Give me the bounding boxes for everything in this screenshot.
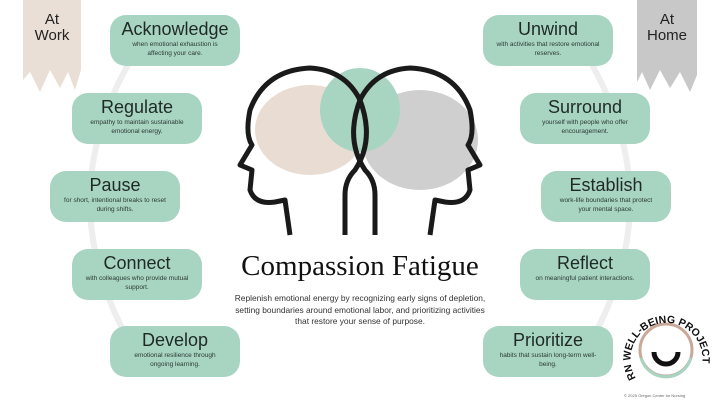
green-brush: [320, 68, 400, 152]
description: Replenish emotional energy by recognizin…: [234, 293, 486, 326]
item-text: with activities that restore emotional r…: [496, 41, 600, 57]
work-item-acknowledge: Acknowledge when emotional exhaustion is …: [110, 15, 240, 66]
item-title: Prioritize: [512, 330, 583, 350]
home-item-surround: Surround yourself with people who offer e…: [520, 93, 650, 144]
work-banner-brush: [23, 0, 81, 92]
home-item-reflect: Reflect on meaningful patient interaction…: [520, 249, 650, 300]
at-home-line1: At: [659, 11, 675, 28]
home-banner-brush: [637, 0, 697, 92]
item-text: empathy to maintain sustainable emotiona…: [90, 119, 184, 135]
item-title: Pause: [89, 175, 141, 195]
left-head-icon: [237, 65, 369, 236]
page-title: Compassion Fatigue: [241, 250, 479, 282]
home-item-unwind: Unwind with activities that restore emoti…: [483, 15, 613, 66]
item-title: Surround: [547, 97, 623, 117]
item-text: with colleagues who provide mutual suppo…: [85, 275, 189, 291]
at-work-line2: Work: [34, 27, 70, 44]
item-title: Reflect: [556, 253, 614, 273]
item-title: Connect: [103, 253, 171, 273]
item-text: when emotional exhaustion is affecting y…: [132, 41, 218, 57]
work-item-develop: Develop emotional resilience through ongo…: [110, 326, 240, 377]
item-title: Establish: [569, 175, 643, 195]
rn-well-being-logo: RN WELL-BEING PROJECT: [621, 314, 711, 382]
item-text: emotional resilience through ongoing lea…: [134, 352, 216, 368]
item-title: Acknowledge: [121, 19, 229, 39]
at-work-line1: At: [44, 11, 60, 28]
item-text: for short, intentional breaks to reset d…: [64, 197, 166, 213]
at-home-line2: Home: [646, 27, 687, 44]
home-item-establish: Establish work-life boundaries that prote…: [541, 171, 671, 222]
work-item-regulate: Regulate empathy to maintain sustainable …: [72, 93, 202, 144]
logo-text: RN WELL-BEING PROJECT: [621, 314, 711, 382]
work-item-connect: Connect with colleagues who provide mutua…: [72, 249, 202, 300]
work-item-pause: Pause for short, intentional breaks to re…: [50, 171, 180, 222]
item-text: yourself with people who offer encourage…: [542, 119, 628, 135]
item-title: Unwind: [517, 19, 579, 39]
home-item-prioritize: Prioritize habits that sustain long-term …: [483, 326, 613, 377]
item-text: work-life boundaries that protect your m…: [559, 197, 653, 213]
item-text: on meaningful patient interactions.: [535, 275, 635, 282]
right-head-icon: [351, 65, 483, 236]
svg-text:RN WELL-BEING PROJECT: RN WELL-BEING PROJECT: [621, 314, 711, 382]
copyright: © 2025 Oregon Center for Nursing: [624, 393, 686, 398]
item-title: Regulate: [100, 97, 174, 117]
item-text: habits that sustain long-term well-being…: [499, 352, 597, 368]
item-title: Develop: [141, 330, 209, 350]
